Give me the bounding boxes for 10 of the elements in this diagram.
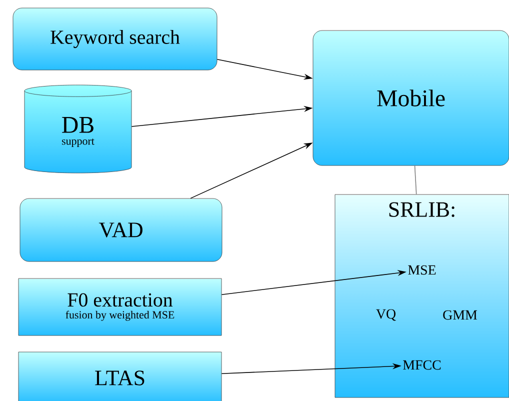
node-label: GMM	[443, 310, 478, 320]
database-cylinder: DB support	[24, 84, 132, 174]
node-label: MFCC	[403, 360, 441, 370]
process-box: F0 extraction fusion by weighted MSE	[18, 278, 222, 336]
process-box: Keyword search	[12, 8, 218, 70]
process-box: LTAS	[18, 352, 222, 401]
node-label: VQ	[376, 309, 396, 321]
process-box: VAD	[20, 198, 222, 262]
node-label: MSE	[408, 265, 436, 275]
process-box: Mobile	[312, 30, 509, 166]
